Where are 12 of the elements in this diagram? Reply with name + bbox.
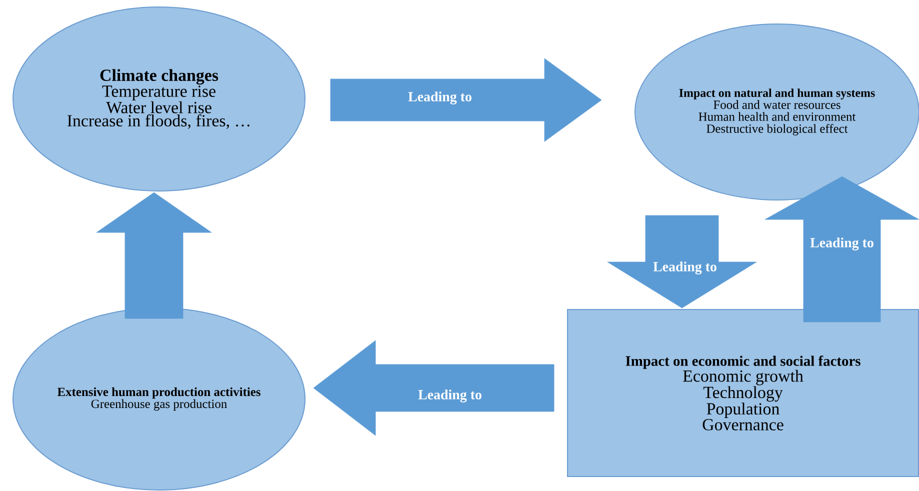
process-box: Impact on economic and social factors Economic growth Technology Population Governance <box>567 308 919 477</box>
edge-label: Leading to <box>652 260 718 276</box>
edge-label: Leading to <box>809 236 875 252</box>
edge-label: Leading to <box>407 90 473 106</box>
ellipse-node: Impact on natural and human systems Food and water resources Human health and environment Destructive biological effect <box>634 24 919 200</box>
edge-label: Leading to <box>417 388 483 404</box>
ellipse-node: Extensive human production activities Greenhouse gas production <box>12 307 306 490</box>
block-arrow <box>313 340 554 436</box>
ellipse-node: Climate changes Temperature rise Water level rise Increase in floods, fires, … <box>12 6 306 192</box>
block-arrow <box>330 58 602 142</box>
block-arrow <box>764 176 919 322</box>
block-arrow <box>96 192 212 319</box>
